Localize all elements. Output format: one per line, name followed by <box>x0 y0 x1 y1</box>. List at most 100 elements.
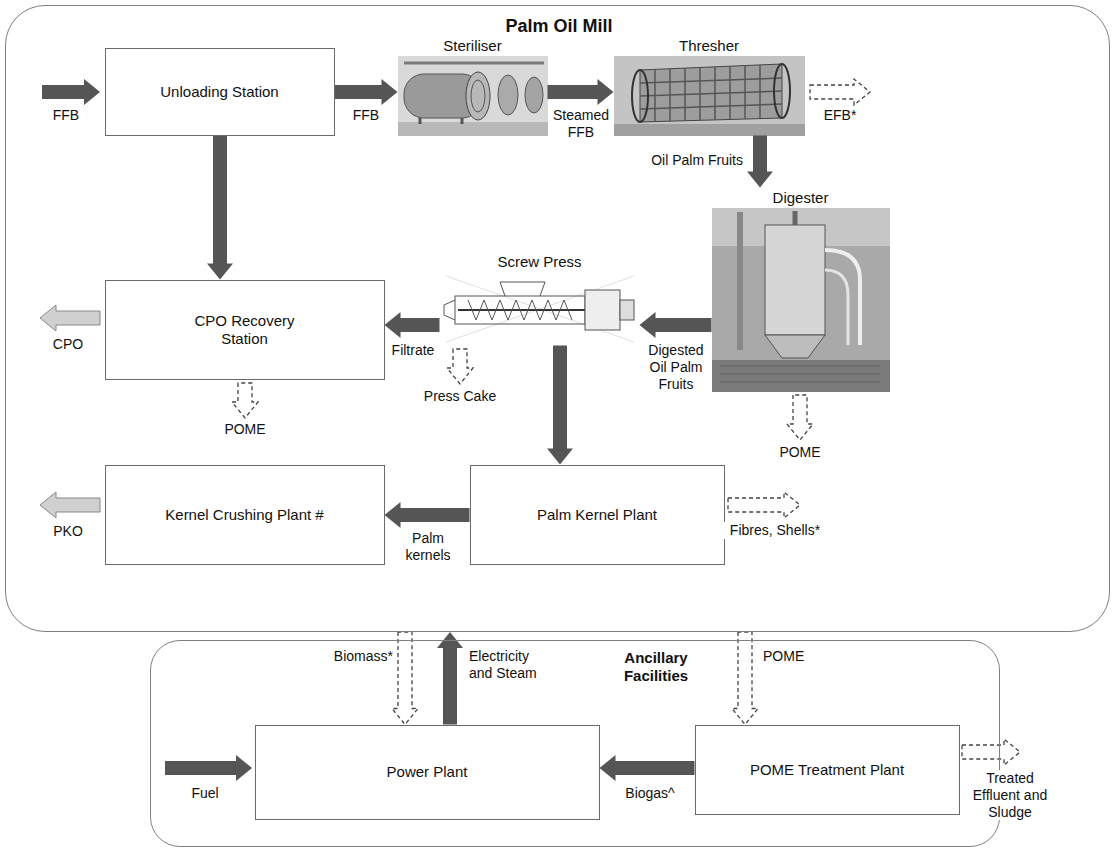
press-gearbox <box>585 290 620 330</box>
process-box: Kernel Crushing Plant # <box>105 465 385 565</box>
flow-arrow <box>640 312 712 338</box>
process-box: Power Plant <box>255 725 600 820</box>
flow-label: Palm kernels <box>393 530 463 564</box>
flow-label: Biomass* <box>310 648 394 665</box>
support <box>461 118 464 124</box>
digester-vessel <box>765 225 825 335</box>
drum-bars <box>640 78 782 109</box>
screw-press-picture <box>440 272 640 346</box>
byproduct-arrow <box>787 395 813 440</box>
byproduct-arrow <box>728 492 800 518</box>
picture-floor <box>712 360 890 392</box>
product-arrow <box>40 492 100 518</box>
process-box: Palm Kernel Plant <box>470 465 725 565</box>
byproduct-arrow <box>447 349 473 384</box>
stream-label: Fibres, Shells* <box>720 522 830 539</box>
flow-arrow <box>548 79 614 105</box>
open-arrows <box>40 79 1020 781</box>
picture-ground <box>712 208 890 392</box>
process-box: Unloading Station <box>105 48 335 136</box>
flow-label: Electricity and Steam <box>468 648 550 682</box>
support <box>419 118 422 124</box>
process-label: Unloading Station <box>160 83 278 101</box>
equipment-node: Screw Press <box>440 252 640 346</box>
door-ring <box>471 80 485 112</box>
press-motor <box>620 300 634 320</box>
flow-arrow <box>385 312 440 338</box>
process-label: CPO Recovery Station <box>189 312 301 348</box>
process-label: Kernel Crushing Plant # <box>165 506 323 524</box>
flow-arrow <box>335 79 398 105</box>
equipment-node: Thresher <box>614 36 805 136</box>
picture-floor <box>614 124 805 136</box>
byproduct-arrow <box>962 739 1020 765</box>
steriliser-vessel <box>498 75 518 115</box>
stream-label: Fuel <box>180 785 230 802</box>
picture-ground <box>398 56 548 136</box>
thresher-picture <box>614 56 805 136</box>
picture-ground <box>614 56 805 136</box>
pipe <box>825 270 848 345</box>
steriliser-vessel <box>525 77 543 113</box>
flow-arrow <box>600 755 695 781</box>
flow-label: FFB <box>341 107 391 124</box>
process-box: POME Treatment Plant <box>695 725 960 815</box>
equipment-title: Digester <box>712 188 890 207</box>
press-screw <box>468 300 572 320</box>
flow-arrow <box>747 136 773 188</box>
byproduct-arrow <box>232 383 258 418</box>
flow-label: Oil Palm Fruits <box>632 152 744 169</box>
pipe <box>825 250 860 345</box>
construction-lines <box>446 276 634 342</box>
equipment-title: Screw Press <box>440 252 640 271</box>
equipment-node: Digester <box>712 188 890 392</box>
process-label: POME Treatment Plant <box>750 761 904 779</box>
flow-arrow <box>547 346 573 465</box>
steriliser-picture <box>398 56 548 136</box>
stream-label: EFB* <box>815 107 865 124</box>
digester-picture <box>712 208 890 392</box>
equipment-title: Steriliser <box>398 36 548 55</box>
press-hopper <box>500 282 545 296</box>
stream-label: POME <box>770 444 830 461</box>
process-label: Power Plant <box>387 763 468 781</box>
byproduct-arrow <box>732 632 758 725</box>
input-arrow <box>165 755 252 781</box>
byproduct-arrow <box>392 632 418 725</box>
digester-cone <box>765 335 825 358</box>
stream-label: FFB <box>41 107 91 124</box>
steriliser-door <box>466 72 490 120</box>
flow-arrow <box>437 632 463 725</box>
floor-grating <box>720 366 880 382</box>
flow-label: Filtrate <box>388 342 438 359</box>
process-label: Palm Kernel Plant <box>537 506 657 524</box>
drum-ring <box>774 64 790 118</box>
byproduct-arrow <box>810 79 870 105</box>
equipment-node: Steriliser <box>398 36 548 136</box>
thresher-drum <box>640 64 782 122</box>
flow-label: Digested Oil Palm Fruits <box>643 342 709 392</box>
product-arrow <box>40 305 100 331</box>
flow-arrow <box>385 502 470 528</box>
pipe <box>737 212 743 350</box>
press-outlet <box>444 300 455 320</box>
pipe <box>404 62 544 65</box>
stream-label: POME <box>215 421 275 438</box>
process-box: CPO Recovery Station <box>105 280 385 380</box>
picture-ground <box>440 272 640 346</box>
drum-ring <box>632 70 648 122</box>
region-title: Ancillary Facilities <box>606 649 706 685</box>
equipment-title: Thresher <box>614 36 805 55</box>
flow-label: Biogas^ <box>618 785 682 802</box>
picture-floor <box>398 122 548 136</box>
stream-label: Press Cake <box>415 388 505 405</box>
flow-label: Steamed FFB <box>550 107 612 141</box>
stream-label: PKO <box>43 523 93 540</box>
facility-region: Ancillary FacilitiesPower Plant POME Trea… <box>150 640 1000 847</box>
flow-label: POME <box>762 648 822 665</box>
stream-label: Treated Effluent and Sludge <box>964 770 1056 820</box>
pipe <box>793 211 798 225</box>
flow-arrow <box>207 136 233 280</box>
facility-region: Palm Oil MillUnloading StationSteriliser… <box>5 5 1110 632</box>
